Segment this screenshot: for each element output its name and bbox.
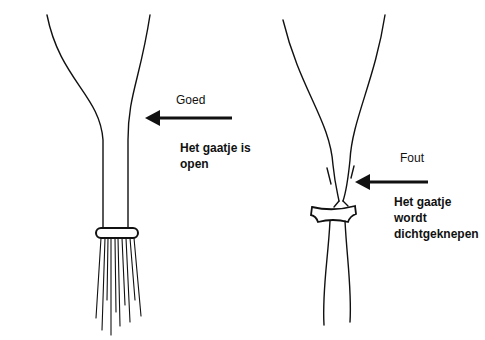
bag-neck: [334, 201, 348, 207]
verdict-label: Fout: [400, 150, 424, 166]
pinch-mark: [351, 166, 354, 178]
pointer-arrow: [156, 117, 232, 120]
bag-wall: [128, 15, 150, 228]
pinch-mark: [327, 168, 331, 184]
pointer-arrow: [366, 181, 428, 184]
stream: [324, 221, 330, 325]
stream: [345, 221, 350, 322]
note-label: Het gaatje is open: [180, 140, 260, 172]
ring: [311, 206, 356, 222]
stream: [96, 238, 141, 335]
bag-wall: [343, 15, 385, 201]
arrow-head: [145, 110, 160, 126]
bag-wall: [47, 15, 103, 228]
bag-wall: [283, 20, 339, 201]
note-label: Het gaatje wordt dichtgeknepen: [394, 194, 484, 243]
arrow-head: [355, 174, 370, 190]
verdict-label: Goed: [176, 92, 205, 108]
ring: [96, 228, 138, 238]
